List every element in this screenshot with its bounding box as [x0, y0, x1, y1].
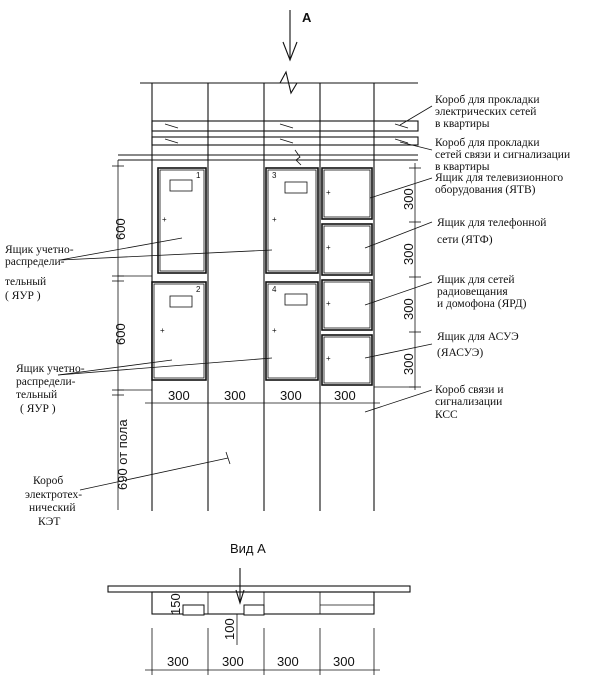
callout-duct-electric: Короб для прокладки электрических сетей … [435, 94, 540, 130]
dim-300-yasue: 300 [401, 353, 416, 375]
svg-text:Короб для прокладки: Короб для прокладки [435, 94, 540, 106]
dim-690-from-floor: 690 от пола [115, 419, 130, 490]
dim-300-ytv: 300 [401, 188, 416, 210]
svg-text:КСС: КСС [435, 409, 458, 421]
box-number: 1 [196, 171, 201, 180]
svg-text:+: + [326, 188, 331, 197]
svg-text:( ЯУР ): ( ЯУР ) [5, 290, 41, 302]
box-number: 2 [196, 285, 201, 294]
svg-text:Ящик для сетей: Ящик для сетей [437, 274, 515, 286]
box-ytv: + [321, 167, 373, 220]
svg-text:Короб для прокладки: Короб для прокладки [435, 137, 540, 149]
svg-text:+: + [326, 299, 331, 308]
svg-text:Ящик для АСУЭ: Ящик для АСУЭ [437, 331, 519, 343]
plan-dim-300-4: 300 [333, 654, 355, 669]
svg-text:+: + [272, 326, 277, 335]
dim-width-300-3: 300 [280, 388, 302, 403]
svg-text:+: + [326, 354, 331, 363]
svg-text:Короб: Короб [33, 475, 63, 487]
plan-dim-300-1: 300 [167, 654, 189, 669]
box-number: 4 [272, 285, 277, 294]
svg-text:нический: нический [29, 502, 75, 514]
yur-box-2: 2 + [151, 281, 207, 381]
svg-text:сетей связи и сигнализации: сетей связи и сигнализации [435, 149, 570, 161]
view-a-arrow: А [282, 10, 312, 62]
svg-text:сигнализации: сигнализации [435, 396, 502, 408]
svg-text:(ЯАСУЭ): (ЯАСУЭ) [437, 347, 483, 359]
svg-text:распредели-: распредели- [5, 256, 65, 268]
callout-duct-kss: Короб связи и сигнализации КСС [435, 384, 503, 421]
svg-text:сети (ЯТФ): сети (ЯТФ) [437, 234, 493, 246]
svg-text:КЭТ: КЭТ [38, 516, 60, 528]
box-yasue: + [321, 334, 373, 386]
svg-text:тельный: тельный [16, 389, 57, 401]
svg-text:+: + [160, 326, 165, 335]
callout-box-asue: Ящик для АСУЭ (ЯАСУЭ) [437, 331, 519, 359]
plan-dim-300-3: 300 [277, 654, 299, 669]
box-ytf: + [321, 223, 373, 276]
dim-600-lower: 600 [113, 323, 128, 345]
view-a-title: Вид А [230, 541, 266, 556]
svg-text:радиовещания: радиовещания [437, 286, 508, 298]
callout-yur-lower: Ящик учетно- распредели- тельный ( ЯУР ) [16, 363, 85, 415]
callout-yur-upper: Ящик учетно- распредели- тельный ( ЯУР ) [5, 244, 74, 302]
elevation-view: 1 + 2 + 3 + 4 + [57, 70, 433, 511]
callout-duct-ket: Короб электротех- нический КЭТ [25, 475, 82, 528]
dim-100: 100 [222, 618, 237, 640]
box-number: 3 [272, 171, 277, 180]
dim-300-yrd: 300 [401, 298, 416, 320]
svg-text:Ящик учетно-: Ящик учетно- [5, 244, 74, 256]
svg-text:Короб связи и: Короб связи и [435, 384, 503, 396]
dim-150: 150 [168, 593, 183, 615]
yur-box-1: 1 + [157, 167, 207, 274]
svg-text:Ящик для телефонной: Ящик для телефонной [437, 217, 546, 229]
svg-text:и домофона (ЯРД): и домофона (ЯРД) [437, 298, 527, 310]
svg-text:+: + [272, 215, 277, 224]
callout-box-radio: Ящик для сетей радиовещания и домофона (… [437, 274, 527, 310]
svg-text:Ящик учетно-: Ящик учетно- [16, 363, 85, 375]
plan-dim-300-2: 300 [222, 654, 244, 669]
callout-box-phone: Ящик для телефонной сети (ЯТФ) [437, 217, 546, 246]
box-yrd: + [321, 279, 373, 331]
yur-box-4: 4 + [265, 281, 319, 381]
callout-box-tv: Ящик для телевизионного оборудования (ЯТ… [435, 172, 563, 196]
plan-view-a: Вид А 150 100 300 300 300 300 [107, 541, 411, 675]
svg-text:( ЯУР ): ( ЯУР ) [20, 403, 56, 415]
dim-width-300-2: 300 [224, 388, 246, 403]
dim-width-300-4: 300 [334, 388, 356, 403]
svg-text:в квартиры: в квартиры [435, 118, 490, 130]
svg-text:Ящик для телевизионного: Ящик для телевизионного [435, 172, 563, 184]
svg-text:оборудования (ЯТВ): оборудования (ЯТВ) [435, 184, 536, 196]
dim-600-upper: 600 [113, 218, 128, 240]
svg-text:в квартиры: в квартиры [435, 161, 490, 173]
svg-text:электротех-: электротех- [25, 489, 82, 501]
yur-box-3: 3 + [265, 167, 319, 274]
dim-300-ytf: 300 [401, 243, 416, 265]
svg-text:электрических сетей: электрических сетей [435, 106, 536, 118]
duct-comm [151, 136, 419, 146]
dim-width-300-1: 300 [168, 388, 190, 403]
callout-duct-comm: Короб для прокладки сетей связи и сигнал… [435, 137, 570, 173]
svg-text:+: + [162, 215, 167, 224]
view-marker-label: А [302, 10, 312, 25]
duct-electric [151, 120, 419, 132]
svg-text:тельный: тельный [5, 276, 46, 288]
svg-text:+: + [326, 243, 331, 252]
svg-text:распредели-: распредели- [16, 376, 76, 388]
